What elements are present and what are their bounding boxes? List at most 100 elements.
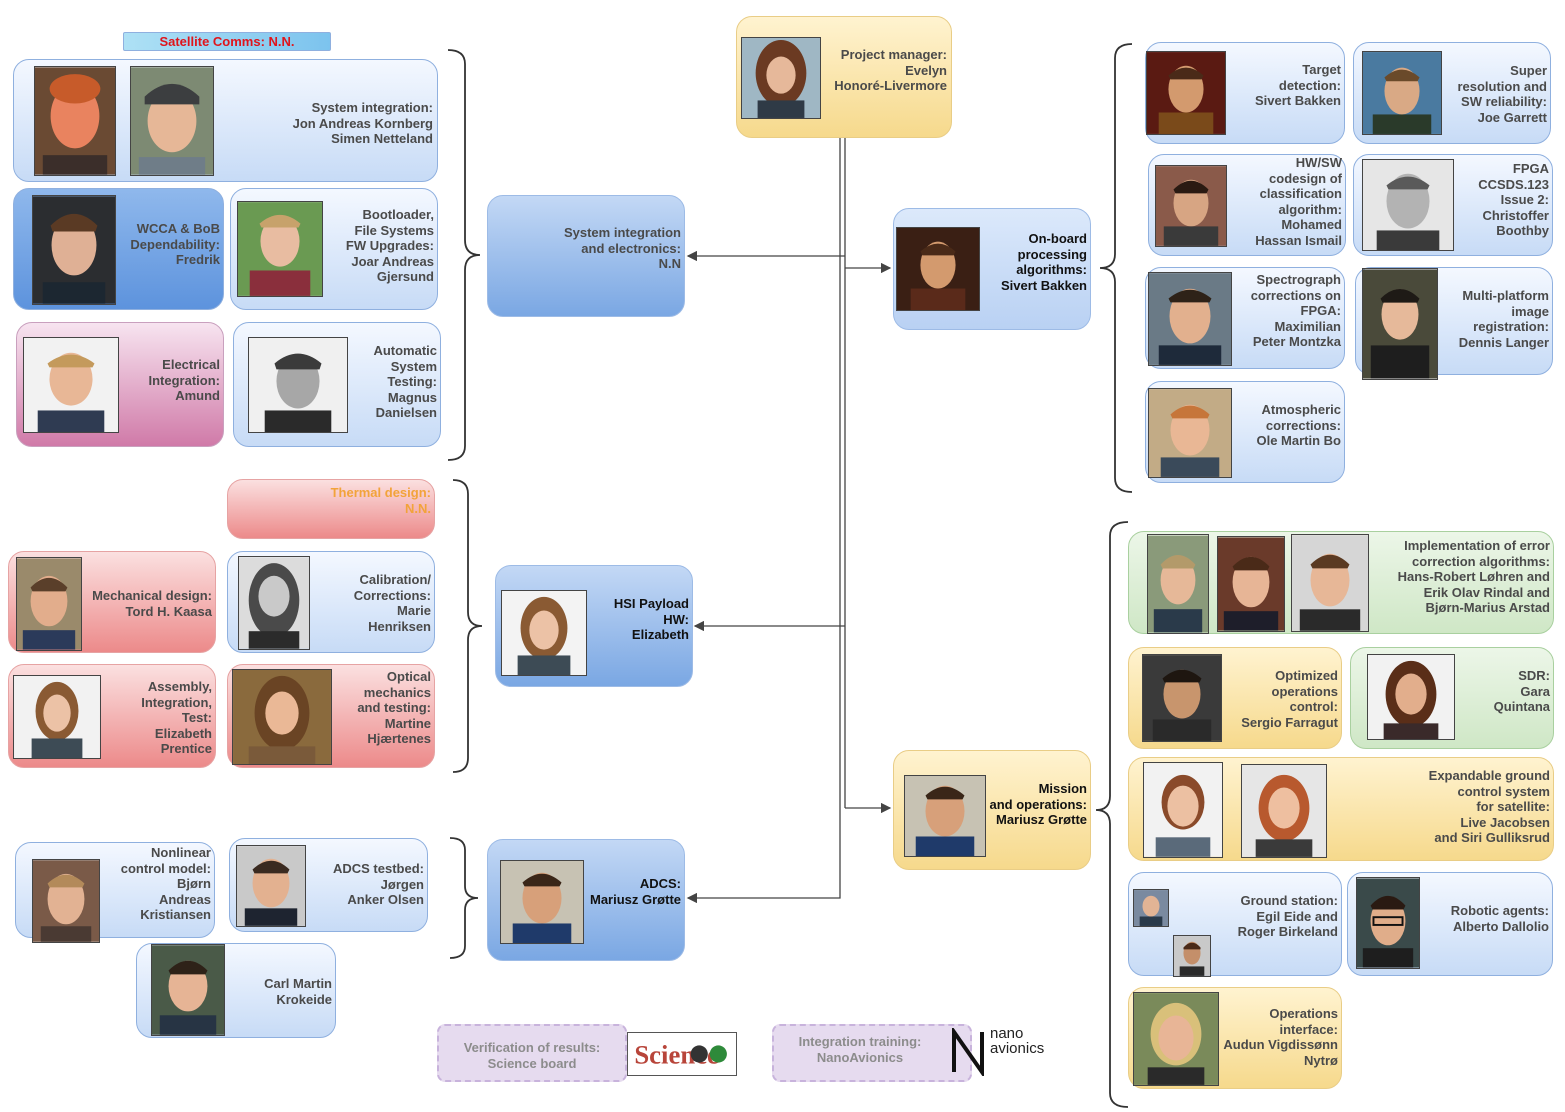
- krokeide-photo: [151, 944, 225, 1036]
- verification-label: Verification of results: Science board: [463, 1040, 601, 1071]
- thermal-label: Thermal design: N.N.: [330, 485, 431, 516]
- kaasa-photo: [16, 557, 82, 651]
- mission-hub-label: Mission and operations: Mariusz Grøtte: [989, 781, 1087, 827]
- arstad-photo: [1291, 534, 1369, 632]
- superres-card: Super resolution and SW reliability: Joe…: [1353, 42, 1551, 144]
- garrett-photo: [1362, 51, 1442, 135]
- training-card: Integration training: NanoAvionics: [772, 1024, 972, 1082]
- optops-label: Optimized operations control: Sergio Far…: [1241, 668, 1338, 730]
- training-label: Integration training: NanoAvionics: [798, 1034, 922, 1065]
- expandable-label: Expandable ground control system for sat…: [1428, 768, 1550, 845]
- grotte-mission-photo: [904, 775, 986, 857]
- atmos-card: Atmospheric corrections: Ole Martin Bo: [1145, 381, 1345, 483]
- eide-photo: [1133, 889, 1169, 927]
- amund-photo: [23, 337, 119, 433]
- ground-card: Ground station: Egil Eide and Roger Birk…: [1128, 872, 1342, 977]
- danielsen-photo: [248, 337, 348, 433]
- mechanical-card: Mechanical design: Tord H. Kaasa: [8, 551, 216, 653]
- kornberg-photo: [34, 66, 116, 176]
- target-card: Target detection: Sivert Bakken: [1145, 42, 1345, 144]
- bo-photo: [1148, 388, 1232, 478]
- langer-photo: [1362, 268, 1438, 380]
- codesign-card: HW/SW codesign of classification algorit…: [1148, 154, 1346, 256]
- sdr-card: SDR: Gara Quintana: [1350, 647, 1554, 749]
- assembly-card: Assembly, Integration, Test: Elizabeth P…: [8, 664, 216, 768]
- nonlinear-label: Nonlinear control model: Bjørn Andreas K…: [120, 845, 211, 922]
- spectro-card: Spectrograph corrections on FPGA: Maximi…: [1145, 267, 1345, 369]
- sysint-hub-card: System integration and electronics: N.N: [487, 195, 685, 317]
- bootloader-card: Bootloader, File Systems FW Upgrades: Jo…: [230, 188, 438, 310]
- dallolio-photo: [1356, 877, 1420, 969]
- codesign-label: HW/SW codesign of classification algorit…: [1255, 155, 1342, 248]
- errorcorr-card: Implementation of error correction algor…: [1128, 531, 1554, 634]
- quintana-photo: [1367, 654, 1455, 740]
- calibration-card: Calibration/ Corrections: Marie Henrikse…: [227, 551, 435, 653]
- kristiansen-photo: [32, 859, 100, 943]
- hjaertenes-photo: [232, 669, 332, 765]
- sysint-hub-label: System integration and electronics: N.N: [563, 225, 681, 271]
- optical-card: Optical mechanics and testing: Martine H…: [227, 664, 435, 768]
- boothby-photo: [1362, 159, 1454, 251]
- olsen-photo: [236, 845, 306, 927]
- bootloader-label: Bootloader, File Systems FW Upgrades: Jo…: [345, 207, 434, 284]
- nonlinear-card: Nonlinear control model: Bjørn Andreas K…: [15, 842, 215, 943]
- adcs-hub-card: ADCS: Mariusz Grøtte: [487, 839, 685, 961]
- errorcorr-label: Implementation of error correction algor…: [1397, 538, 1550, 615]
- mission-hub-card: Mission and operations: Mariusz Grøtte: [893, 750, 1091, 870]
- gulliksrud-photo: [1241, 764, 1327, 858]
- adcs-testbed-label: ADCS testbed: Jørgen Anker Olsen: [332, 861, 424, 907]
- ground-label: Ground station: Egil Eide and Roger Birk…: [1237, 893, 1338, 939]
- autotest-card: Automatic System Testing: Magnus Daniels…: [233, 322, 441, 447]
- satellite-comms-label: Satellite Comms: N.N.: [159, 34, 295, 49]
- onboard-hub-label: On-board processing algorithms: Sivert B…: [1001, 231, 1087, 293]
- system-integration-card: System integration: Jon Andreas Kornberg…: [13, 59, 438, 182]
- adcs-hub-label: ADCS: Mariusz Grøtte: [589, 876, 681, 907]
- henriksen-photo: [238, 556, 310, 650]
- optical-label: Optical mechanics and testing: Martine H…: [357, 669, 431, 746]
- expandable-card: Expandable ground control system for sat…: [1128, 757, 1554, 861]
- nytro-photo: [1133, 992, 1219, 1086]
- ismail-photo: [1155, 165, 1227, 247]
- fredrik-photo: [32, 195, 116, 305]
- grotte-adcs-photo: [500, 860, 584, 944]
- project-manager-photo: [741, 37, 821, 119]
- fpga-label: FPGA CCSDS.123 Issue 2: Christoffer Boot…: [1478, 161, 1549, 238]
- optops-card: Optimized operations control: Sergio Far…: [1128, 647, 1342, 749]
- hsi-hub-card: HSI Payload HW: Elizabeth: [495, 565, 693, 687]
- multiplat-card: Multi-platform image registration: Denni…: [1355, 267, 1553, 380]
- robotic-card: Robotic agents: Alberto Dallolio: [1347, 872, 1553, 976]
- bakken-hub-photo: [896, 227, 980, 311]
- lohren-photo: [1147, 534, 1209, 634]
- birkeland-photo: [1173, 935, 1211, 977]
- nanoavionics-logo: [950, 1025, 986, 1081]
- spectro-label: Spectrograph corrections on FPGA: Maximi…: [1250, 272, 1341, 349]
- nanoavionics-n-icon: [952, 1025, 984, 1079]
- bakken-photo: [1146, 51, 1226, 135]
- electrical-label: Electrical Integration: Amund: [148, 357, 221, 403]
- science-logo: Science: [627, 1032, 737, 1076]
- robotic-label: Robotic agents: Alberto Dallolio: [1450, 903, 1549, 934]
- elizabeth-photo: [501, 590, 587, 676]
- satellite-comms-card: Satellite Comms: N.N.: [123, 32, 331, 51]
- opsif-label: Operations interface: Audun Vigdissønn N…: [1223, 1006, 1338, 1068]
- opsif-card: Operations interface: Audun Vigdissønn N…: [1128, 987, 1342, 1089]
- project-manager-card: Project manager: Evelyn Honoré-Livermore: [736, 16, 952, 138]
- fpga-card: FPGA CCSDS.123 Issue 2: Christoffer Boot…: [1353, 154, 1553, 256]
- rindal-photo: [1217, 536, 1285, 632]
- carl-card: Carl Martin Krokeide: [136, 943, 336, 1038]
- farragut-photo: [1142, 654, 1222, 742]
- calibration-label: Calibration/ Corrections: Marie Henrikse…: [353, 572, 431, 634]
- thermal-card: Thermal design: N.N.: [227, 479, 435, 539]
- verification-card: Verification of results: Science board: [437, 1024, 627, 1082]
- system-integration-label: System integration: Jon Andreas Kornberg…: [292, 100, 433, 146]
- project-manager-label: Project manager: Evelyn Honoré-Livermore: [834, 47, 947, 93]
- autotest-label: Automatic System Testing: Magnus Daniels…: [373, 343, 437, 420]
- wcca-label: WCCA & BoB Dependability: Fredrik: [130, 221, 220, 267]
- assembly-label: Assembly, Integration, Test: Elizabeth P…: [141, 679, 212, 756]
- mechanical-label: Mechanical design: Tord H. Kaasa: [92, 588, 212, 619]
- electrical-card: Electrical Integration: Amund: [16, 322, 224, 447]
- jacobsen-photo: [1143, 762, 1223, 858]
- adcs-testbed-card: ADCS testbed: Jørgen Anker Olsen: [229, 838, 428, 932]
- nanoavionics-wordmark: nano avionics: [990, 1025, 1045, 1057]
